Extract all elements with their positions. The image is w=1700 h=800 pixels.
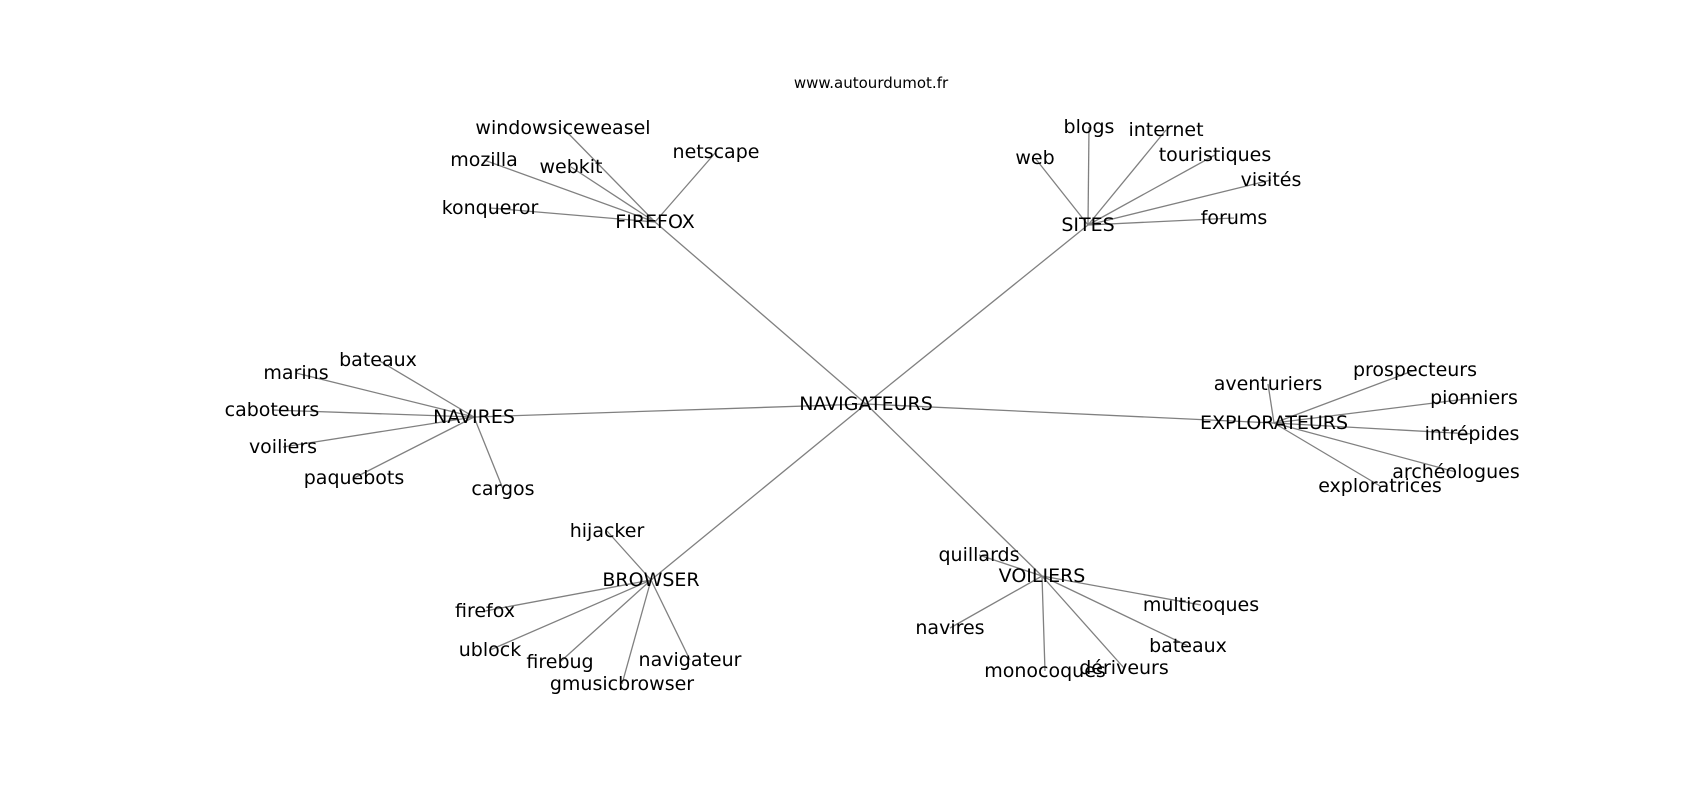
edge-voiliers-2	[949, 575, 1043, 629]
edge-navires-3	[282, 416, 475, 448]
edge-browser-1	[484, 579, 652, 612]
leaf-node-voiliers-3: bateaux	[1149, 635, 1227, 657]
leaf-node-sites-3: touristiques	[1159, 144, 1272, 166]
edge-explorateurs-0	[1267, 383, 1275, 424]
edge-firefox-4	[489, 207, 656, 223]
labels-layer: NAVIGATEURS FIREFOX windowsiceweasel netsca…	[225, 116, 1520, 695]
edge-root-voiliers	[865, 403, 1043, 577]
leaf-node-navires-1: marins	[263, 362, 328, 384]
leaf-node-navires-5: cargos	[471, 478, 534, 500]
edge-navires-4	[353, 416, 475, 479]
group-node-sites: SITES	[1061, 214, 1114, 236]
edge-explorateurs-4	[1273, 422, 1457, 473]
leaf-node-navires-0: bateaux	[339, 349, 417, 371]
leaf-node-explorateurs-5: exploratrices	[1318, 475, 1442, 497]
edge-explorateurs-3	[1273, 422, 1473, 435]
edge-navires-0	[377, 359, 475, 418]
leaf-node-voiliers-5: dériveurs	[1079, 657, 1169, 679]
leaf-node-sites-1: internet	[1128, 119, 1203, 141]
edge-firefox-3	[570, 166, 656, 223]
leaf-node-voiliers-1: multicoques	[1143, 594, 1259, 616]
group-node-voiliers: VOILIERS	[999, 565, 1086, 587]
edge-root-firefox	[654, 221, 867, 405]
leaf-node-sites-4: visités	[1241, 169, 1302, 191]
edge-explorateurs-2	[1273, 397, 1475, 424]
group-node-navires: NAVIRES	[433, 406, 515, 428]
leaf-node-sites-5: forums	[1201, 207, 1268, 229]
edge-sites-5	[1087, 217, 1235, 226]
edge-explorateurs-5	[1273, 422, 1381, 487]
edge-voiliers-1	[1041, 575, 1202, 606]
leaf-node-browser-3: firebug	[526, 651, 593, 673]
leaf-node-voiliers-4: monocoques	[984, 660, 1106, 682]
edge-navires-5	[473, 416, 504, 490]
edge-firefox-1	[654, 151, 717, 223]
leaf-node-explorateurs-2: pionniers	[1430, 387, 1518, 409]
edge-sites-4	[1087, 179, 1272, 226]
leaf-node-explorateurs-0: aventuriers	[1214, 373, 1323, 395]
leaf-node-browser-4: navigateur	[639, 649, 742, 671]
leaf-node-firefox-3: webkit	[539, 156, 602, 178]
group-node-browser: BROWSER	[602, 569, 699, 591]
edge-root-explorateurs	[865, 403, 1275, 424]
edge-explorateurs-1	[1273, 369, 1416, 424]
leaf-node-explorateurs-4: archéologues	[1392, 461, 1519, 483]
leaf-node-firefox-0: windowsiceweasel	[475, 117, 650, 139]
leaf-node-browser-0: hijacker	[570, 520, 645, 542]
edges-layer	[271, 126, 1475, 685]
source-url: www.autourdumot.fr	[794, 74, 949, 92]
edge-browser-2	[489, 579, 652, 651]
leaf-node-explorateurs-3: intrépides	[1425, 423, 1520, 445]
edge-sites-0	[1087, 126, 1090, 226]
edge-sites-1	[1087, 129, 1167, 226]
edge-firefox-0	[562, 127, 656, 223]
leaf-node-explorateurs-1: prospecteurs	[1353, 359, 1477, 381]
edge-root-sites	[865, 224, 1089, 405]
leaf-node-firefox-1: netscape	[673, 141, 760, 163]
edge-navires-1	[295, 372, 475, 418]
leaf-node-sites-0: blogs	[1064, 116, 1115, 138]
leaf-node-firefox-2: mozilla	[450, 149, 518, 171]
leaf-node-navires-3: voiliers	[249, 436, 317, 458]
edge-firefox-2	[483, 159, 656, 223]
group-node-explorateurs: EXPLORATEURS	[1200, 412, 1348, 434]
leaf-node-browser-1: firefox	[455, 600, 515, 622]
edge-browser-0	[606, 530, 652, 581]
leaf-node-navires-2: caboteurs	[225, 399, 320, 421]
edge-sites-2	[1034, 157, 1089, 226]
edge-navires-2	[271, 409, 475, 418]
edge-voiliers-4	[1041, 575, 1046, 672]
edge-browser-5	[621, 579, 652, 685]
leaf-node-firefox-4: konqueror	[442, 197, 539, 219]
edge-root-navires	[473, 403, 867, 418]
edge-root-browser	[650, 403, 867, 581]
edge-browser-4	[650, 579, 691, 661]
group-node-firefox: FIREFOX	[615, 211, 694, 233]
edge-voiliers-0	[978, 554, 1043, 577]
leaf-node-voiliers-0: quillards	[938, 544, 1019, 566]
root-node: NAVIGATEURS	[799, 393, 933, 415]
leaf-node-browser-2: ublock	[459, 639, 521, 661]
leaf-node-voiliers-2: navires	[915, 617, 984, 639]
edge-browser-3	[559, 579, 652, 663]
leaf-node-browser-5: gmusicbrowser	[550, 673, 694, 695]
edge-sites-3	[1087, 154, 1216, 226]
leaf-node-sites-2: web	[1015, 147, 1054, 169]
leaf-node-navires-4: paquebots	[304, 467, 405, 489]
edge-voiliers-3	[1041, 575, 1189, 647]
edge-voiliers-5	[1041, 575, 1125, 669]
